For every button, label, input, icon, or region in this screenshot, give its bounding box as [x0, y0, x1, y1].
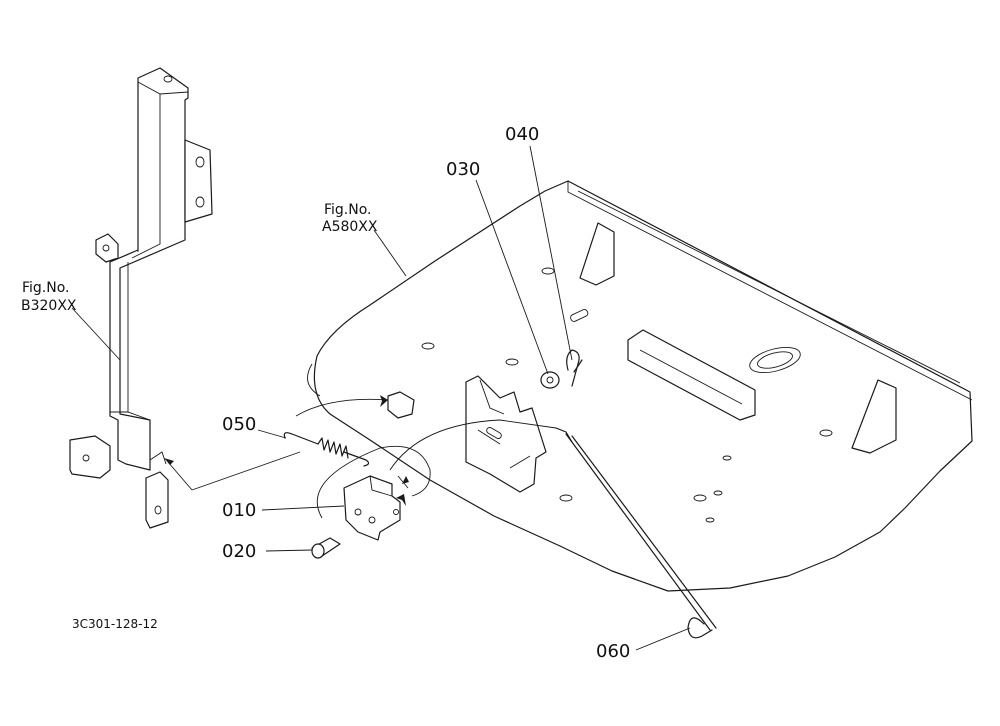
- labels: 050 010 020 030 040 060 Fig.No. A580XX F…: [21, 124, 630, 662]
- label-060: 060: [596, 641, 630, 662]
- label-040: 040: [505, 124, 539, 145]
- small-fitting: [387, 391, 415, 419]
- ref-b-line2: B320XX: [21, 298, 77, 314]
- part-030-washer: [540, 371, 560, 389]
- label-050: 050: [222, 414, 256, 435]
- part-040-clip: [566, 349, 583, 387]
- label-010: 010: [222, 500, 256, 521]
- drawing-code: 3C301-128-12: [72, 617, 158, 631]
- frame-bracket: [69, 67, 213, 529]
- leader-lines: [71, 145, 691, 651]
- label-030: 030: [446, 159, 480, 180]
- floor-plate: [313, 180, 973, 592]
- part-010-lever: [343, 475, 401, 541]
- ref-b-line1: Fig.No.: [22, 280, 70, 296]
- label-020: 020: [222, 541, 256, 562]
- part-020-pin: [311, 537, 341, 559]
- assembly-arrows: [164, 363, 557, 519]
- part-050-spring: [283, 432, 370, 467]
- ref-a-line1: Fig.No.: [324, 202, 372, 218]
- part-060-rod: [555, 427, 717, 639]
- ref-a-line2: A580XX: [322, 219, 378, 235]
